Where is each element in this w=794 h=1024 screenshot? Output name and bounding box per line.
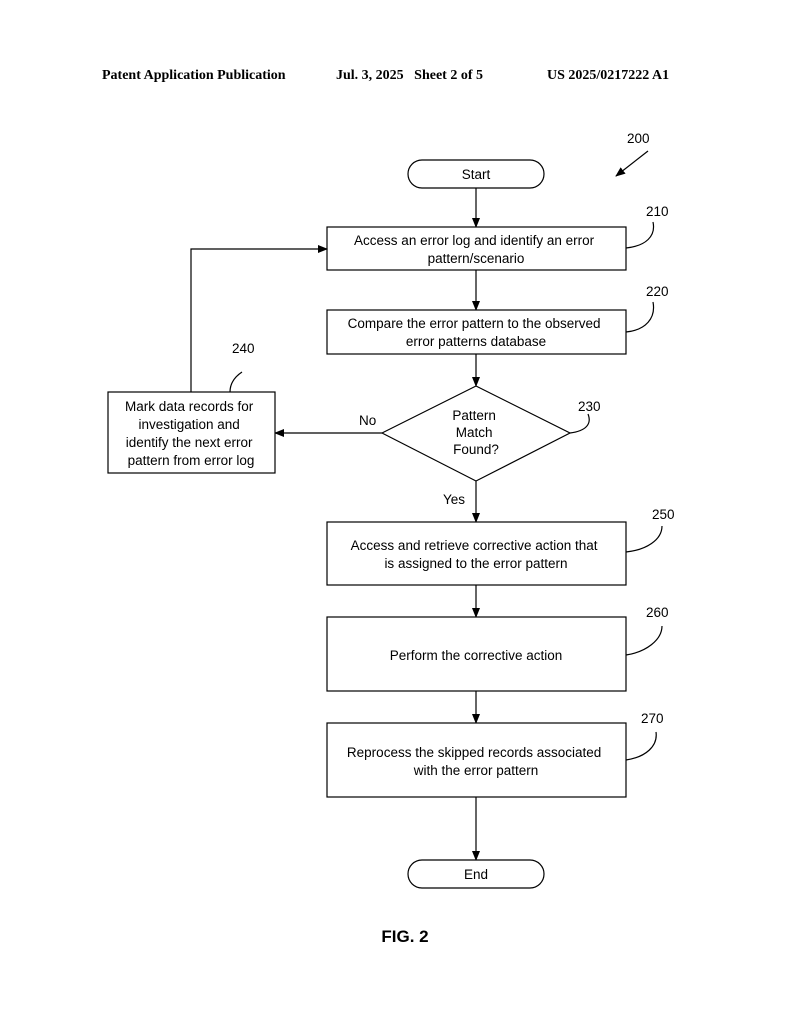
- step-270-text: Reprocess the skipped records associated…: [347, 745, 605, 778]
- ref-210: 210: [646, 204, 669, 219]
- ref-230-leader: [569, 413, 590, 434]
- ref-260: 260: [646, 605, 669, 620]
- ref-250-leader: [625, 525, 663, 553]
- step-250-text: Access and retrieve corrective action th…: [351, 538, 602, 571]
- step-220-box: [326, 309, 627, 355]
- arrow-240-210-loop: [190, 245, 328, 392]
- no-label: No: [359, 413, 376, 428]
- ref-220-leader: [625, 301, 655, 333]
- ref-270: 270: [641, 711, 664, 726]
- ref-240: 240: [232, 341, 255, 356]
- start-label: Start: [462, 167, 491, 182]
- ref-200-arrow: [615, 150, 649, 177]
- step-270-box: [326, 722, 627, 798]
- ref-200: 200: [627, 131, 650, 146]
- publication-title: Patent Application Publication: [102, 68, 286, 83]
- step-240-text: Mark data records for investigation and …: [125, 399, 257, 468]
- step-210-text: Access an error log and identify an erro…: [354, 233, 598, 266]
- publication-number: US 2025/0217222 A1: [547, 68, 670, 83]
- end-label: End: [464, 867, 488, 882]
- ref-220: 220: [646, 284, 669, 299]
- ref-250: 250: [652, 507, 675, 522]
- ref-210-leader: [625, 221, 655, 249]
- ref-270-leader: [625, 731, 657, 761]
- step-250-box: [326, 521, 627, 586]
- yes-label: Yes: [443, 492, 465, 507]
- step-260-box: [326, 616, 627, 692]
- step-260-text: Perform the corrective action: [390, 648, 563, 663]
- figure-label: FIG. 2: [381, 927, 428, 946]
- date-sheet: Jul. 3, 2025 Sheet 2 of 5: [336, 68, 483, 83]
- step-220-text: Compare the error pattern to the observe…: [348, 316, 605, 349]
- end-terminal: [407, 859, 545, 889]
- step-210-box: [326, 226, 627, 271]
- ref-260-leader: [625, 625, 663, 656]
- ref-240-leader: [229, 371, 243, 393]
- decision-230-text: Pattern Match Found?: [452, 408, 499, 457]
- ref-230: 230: [578, 399, 601, 414]
